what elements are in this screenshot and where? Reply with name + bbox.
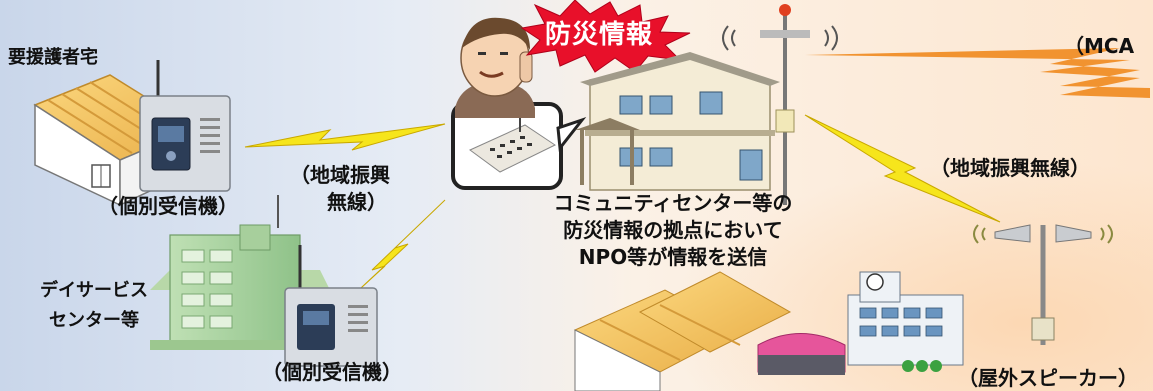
mca-lightning-icon (805, 48, 1150, 98)
residential-houses-icon (573, 271, 792, 391)
radio-label-left-line1: （地域振興 (290, 163, 390, 187)
lightning-bolt-icon-3 (804, 114, 1001, 223)
caption-line-2: 防災情報の拠点において (563, 218, 783, 242)
receiver-label-dayservice: （個別受信機） (262, 360, 402, 384)
radio-label-right: （地域振興無線） (930, 156, 1090, 180)
community-center-icon (575, 52, 780, 191)
lightning-bolt-icon (244, 123, 446, 151)
dayservice-label: デイサービス センター等 (40, 276, 148, 336)
mca-label: （MCA (1064, 34, 1135, 58)
alert-badge-text: 防災情報 (545, 20, 654, 50)
receiver-device-icon (139, 60, 231, 192)
operator-person-icon (455, 17, 535, 118)
speaker-label: （屋外スピーカー） (958, 366, 1138, 390)
radio-label-left-line2: 無線） (327, 190, 387, 214)
pink-facility-icon (757, 333, 846, 375)
receiver-device-icon-2 (284, 245, 378, 367)
radio-label-left: （地域振興 無線） (290, 162, 390, 216)
community-center-caption: コミュニティセンター等の 防災情報の拠点において NPO等が情報を送信 (530, 190, 816, 271)
day-service-building-icon (150, 195, 350, 350)
caption-line-3: NPO等が情報を送信 (578, 245, 768, 269)
outdoor-speaker-icon (973, 224, 1113, 345)
antenna-tower-icon (722, 4, 838, 205)
speech-bubble-console (451, 102, 587, 190)
caption-line-1: コミュニティセンター等の (553, 191, 793, 215)
dayservice-label-line2: センター等 (49, 310, 139, 331)
household-label: 要援護者宅 (8, 47, 98, 68)
receiver-label-household: （個別受信機） (98, 194, 238, 218)
school-building-icon (847, 271, 964, 372)
dayservice-label-line1: デイサービス (40, 280, 148, 301)
